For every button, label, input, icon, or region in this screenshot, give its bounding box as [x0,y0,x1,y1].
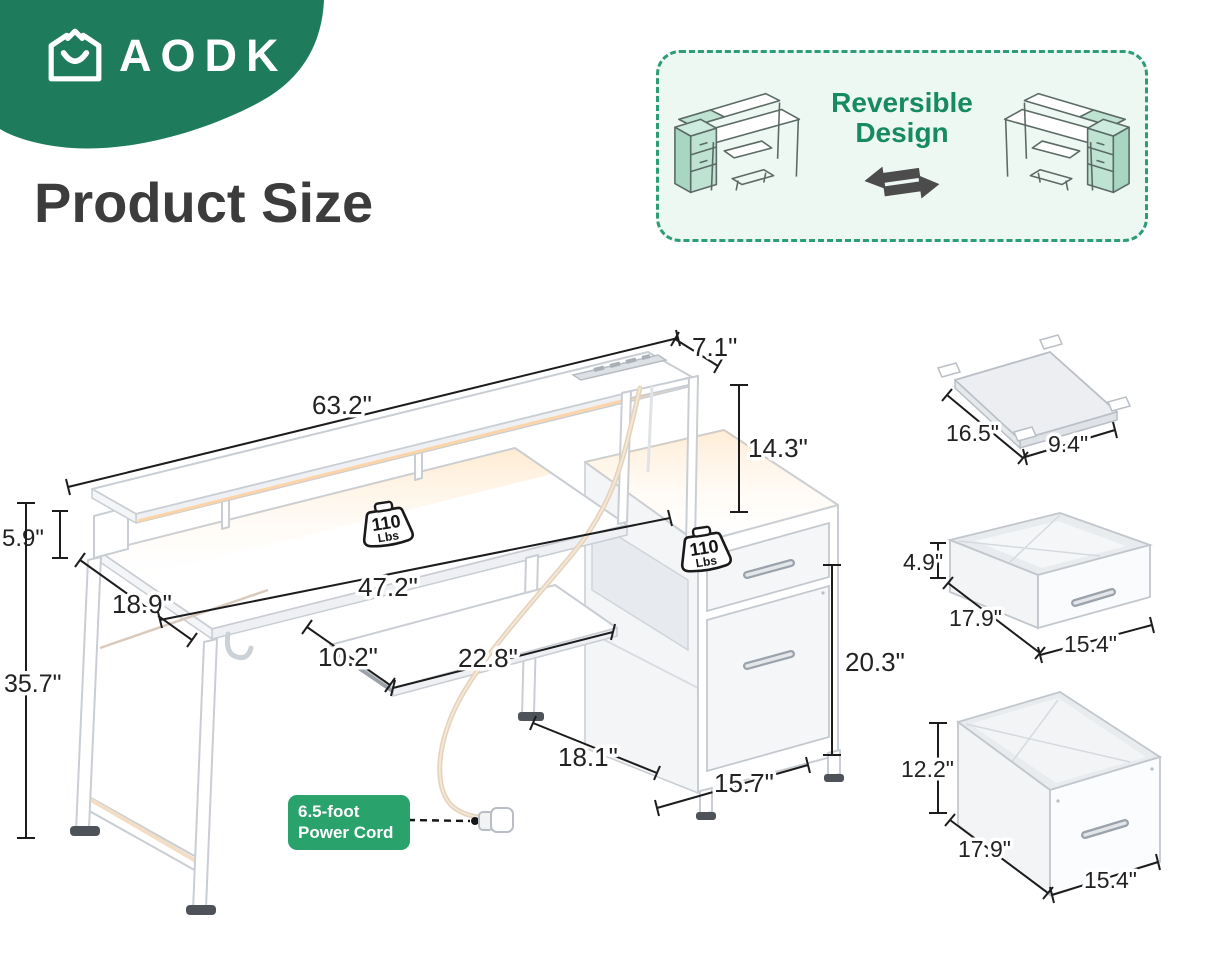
monitor-shelf-board [91,351,693,524]
power-plug-icon [407,807,514,833]
dim-total-width: 63.2" [65,329,681,496]
brand-logo: AODK [46,26,288,84]
reversible-design-panel: Reversible Design [656,50,1148,242]
file-drawer-item: 12.2" 17.9" 15.4" [898,691,1163,904]
reversible-center: Reversible Design [831,86,973,210]
dim-tray-width: 22.8" [390,623,616,697]
svg-text:14.3": 14.3" [748,433,808,463]
reversible-line2: Design [855,117,949,148]
svg-text:20.3": 20.3" [845,647,905,677]
dim-desktop-width: 47.2" [157,509,673,629]
dim-hutch-height: 14.3" [730,384,811,513]
dim-cabinet-height: 20.3" [823,564,908,756]
desk-dimension-diagram: 110 Lbs 110 Lbs 63.2" 7.1" 14.3" [0,329,1163,915]
dim-desk-height: 35.7" [1,502,65,839]
svg-text:18.1": 18.1" [558,742,618,772]
reversible-design-label: Reversible Design [831,86,973,148]
power-cord-label-line2: Power Cord [298,823,394,843]
dim-tray-depth: 10.2" [301,619,396,693]
svg-text:15.4": 15.4" [1064,631,1117,657]
brand-logo-text: AODK [119,29,288,81]
dim-desktop-depth: 18.9" [74,552,198,648]
svg-text:18.9": 18.9" [112,589,172,619]
svg-text:Lbs: Lbs [377,528,401,545]
monitor-shelf-supports [93,447,423,559]
svg-text:12.2": 12.2" [901,756,954,782]
swap-arrows-icon [864,166,940,199]
desk-legs [70,556,269,915]
house-smile-icon [48,28,102,82]
svg-text:15.7": 15.7" [714,768,774,798]
dim-riser-height: 5.9" [0,510,68,559]
dim-cabinet-floor-depth: 18.1" [529,715,661,781]
power-cord [437,385,643,821]
reversible-line1: Reversible [831,86,973,118]
svg-text:47.2": 47.2" [358,572,418,602]
mini-desk-right-icon [1003,92,1130,194]
svg-text:5.9": 5.9" [2,525,44,552]
svg-text:9.4": 9.4" [1048,431,1088,457]
svg-text:17.9": 17.9" [958,836,1011,862]
svg-text:17.9": 17.9" [949,605,1002,631]
mini-desk-left-icon [674,92,801,194]
shelf-panel-item: 16.5" 9.4" [936,334,1132,466]
weight-badge-desktop: 110 Lbs [362,500,414,548]
svg-text:4.9": 4.9" [903,549,943,575]
svg-text:22.8": 22.8" [458,643,518,673]
power-cord-label-line1: 6.5-foot [298,802,360,821]
small-drawer-item: 4.9" 17.9" 15.4" [900,512,1155,664]
svg-text:110: 110 [370,511,402,535]
power-cord-label: 6.5-foot Power Cord [288,795,410,850]
power-strip [571,354,668,381]
page-title: Product Size [34,171,374,234]
svg-text:Lbs: Lbs [695,553,719,570]
svg-text:63.2": 63.2" [312,390,372,420]
svg-text:16.5": 16.5" [946,420,999,446]
dim-cabinet-width: 15.7" [654,756,811,817]
svg-text:35.7": 35.7" [4,670,62,698]
svg-text:7.1": 7.1" [692,332,737,362]
weight-badge-cabinet: 110 Lbs [680,525,732,573]
svg-text:10.2": 10.2" [318,642,378,672]
svg-text:110: 110 [688,536,720,560]
dim-shelf-depth: 7.1" [670,329,741,374]
svg-text:15.4": 15.4" [1084,867,1137,893]
